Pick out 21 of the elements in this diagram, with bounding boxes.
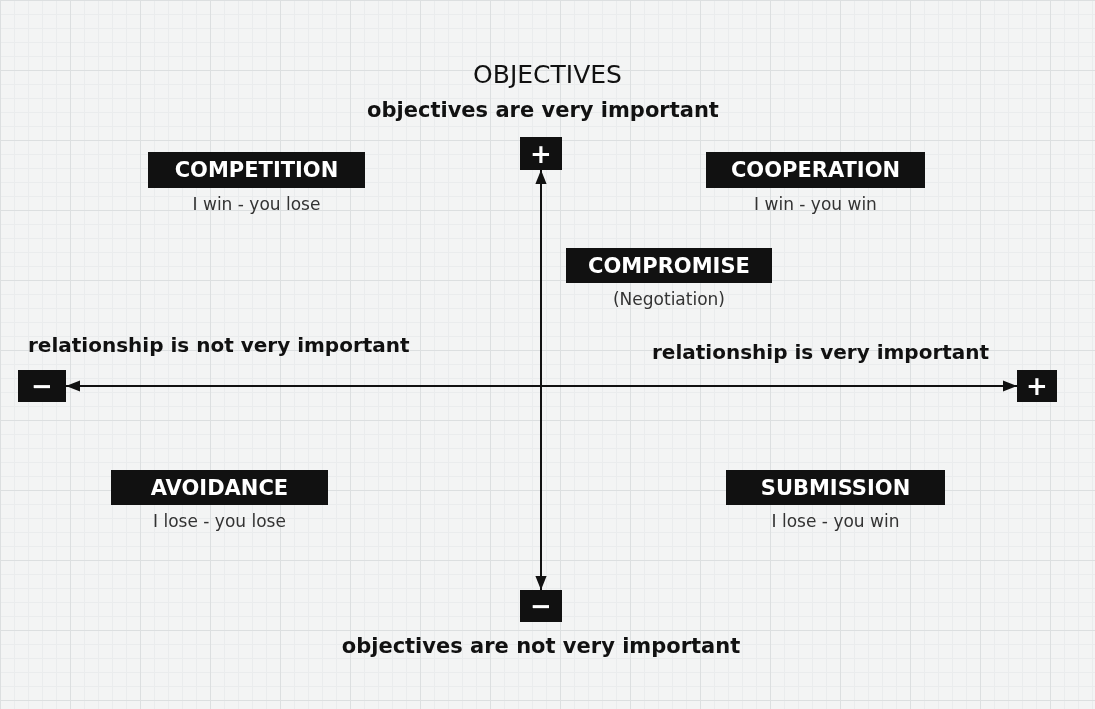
label-box: SUBMISSION	[726, 470, 945, 505]
caption-text: I lose - you lose	[152, 511, 287, 531]
label-box: COOPERATION	[706, 152, 925, 188]
axis-label: objectives are very important	[366, 98, 720, 122]
caption-text: I lose - you win	[770, 511, 901, 531]
axis-label: relationship is very important	[652, 340, 990, 364]
caption-text: (Negotiation)	[612, 289, 726, 309]
minus-sign-box: −	[18, 370, 66, 402]
plus-sign-box: +	[1017, 370, 1057, 402]
double-headed-arrow	[65, 380, 1018, 392]
caption-text: I win - you lose	[191, 194, 322, 214]
label-box: COMPETITION	[148, 152, 365, 188]
double-headed-arrow	[535, 169, 547, 591]
minus-sign-box: −	[520, 590, 562, 622]
plus-sign-box: +	[520, 137, 562, 170]
caption-text: I win - you win	[753, 194, 878, 214]
axis-label: objectives are not very important	[340, 634, 742, 658]
label-box: COMPROMISE	[566, 248, 772, 283]
title: OBJECTIVES	[472, 60, 623, 89]
axis-label: relationship is not very important	[28, 333, 410, 357]
label-box: AVOIDANCE	[111, 470, 328, 505]
